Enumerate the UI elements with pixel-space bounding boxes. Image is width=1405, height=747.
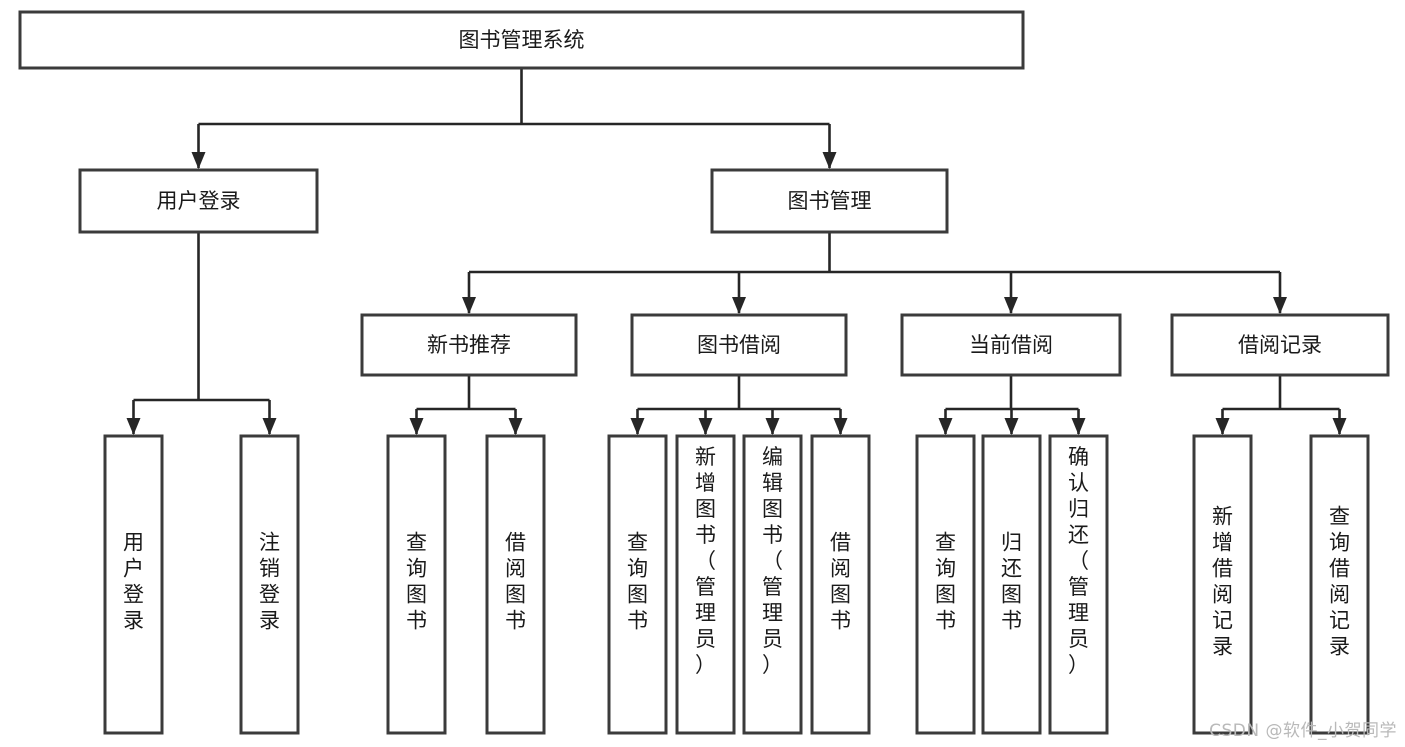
node-leaf-query-book-current[interactable]: 查询图书 <box>915 434 976 735</box>
node-leaf-borrow-book[interactable]: 借阅图书 <box>810 434 871 735</box>
node-leaf-add-borrow-record[interactable]: 新增借阅记录 <box>1192 434 1253 735</box>
node-label: 新书推荐 <box>427 333 511 357</box>
node-box <box>1309 434 1370 735</box>
node-box <box>239 434 300 735</box>
node-leaf-query-borrow-record[interactable]: 查询借阅记录 <box>1309 434 1370 735</box>
arrow-head-icon <box>822 152 837 169</box>
connector-group-book-borrow <box>630 375 848 435</box>
connectors-layer <box>126 68 1347 435</box>
node-label: 查询借阅记录 <box>1329 505 1350 659</box>
arrow-head-icon <box>262 418 277 435</box>
connector-group-new-book-recommend <box>409 375 523 435</box>
node-box <box>1170 313 1390 377</box>
arrow-head-icon <box>1273 297 1287 314</box>
node-label: 借阅记录 <box>1238 333 1322 357</box>
node-label: 归还图书 <box>1001 531 1022 633</box>
node-leaf-query-book-recommend[interactable]: 查询图书 <box>386 434 447 735</box>
node-new-book-recommend[interactable]: 新书推荐 <box>360 313 578 377</box>
node-label: 注销登录 <box>259 531 280 633</box>
node-box <box>360 313 578 377</box>
arrow-head-icon <box>765 418 780 435</box>
node-label: 借阅图书 <box>830 531 851 633</box>
arrow-head-icon <box>191 152 206 169</box>
arrow-head-icon <box>833 418 848 435</box>
node-box <box>103 434 164 735</box>
arrow-head-icon <box>630 418 645 435</box>
csdn-watermark: CSDN @软件_小贺同学 <box>1209 721 1397 741</box>
node-current-borrow[interactable]: 当前借阅 <box>900 313 1122 377</box>
nodes-layer: 图书管理系统用户登录图书管理新书推荐图书借阅当前借阅借阅记录用户登录注销登录查询… <box>18 10 1390 735</box>
arrow-head-icon <box>1332 418 1347 435</box>
node-label: 查询图书 <box>935 531 956 633</box>
arrow-head-icon <box>462 297 476 314</box>
node-box <box>630 313 848 377</box>
node-root[interactable]: 图书管理系统 <box>18 10 1025 70</box>
node-box <box>78 168 319 234</box>
node-user-login[interactable]: 用户登录 <box>78 168 319 234</box>
node-box <box>810 434 871 735</box>
node-label: 确认归还（管理员） <box>1068 445 1089 677</box>
node-label: 新增图书（管理员） <box>695 445 716 677</box>
node-box <box>1048 434 1109 735</box>
node-label: 查询图书 <box>406 531 427 633</box>
connector-group-user-login <box>126 232 277 435</box>
node-leaf-query-book-borrow[interactable]: 查询图书 <box>607 434 668 735</box>
node-box <box>710 168 949 234</box>
node-leaf-logout-login[interactable]: 注销登录 <box>239 434 300 735</box>
node-box <box>607 434 668 735</box>
arrow-head-icon <box>1215 418 1230 435</box>
node-label: 图书管理系统 <box>459 28 585 52</box>
node-label: 编辑图书（管理员） <box>762 445 783 677</box>
connector-group-root <box>191 68 837 169</box>
node-book-manage[interactable]: 图书管理 <box>710 168 949 234</box>
node-leaf-add-book-admin[interactable]: 新增图书（管理员） <box>675 434 736 735</box>
node-label: 图书借阅 <box>697 333 781 357</box>
node-box <box>18 10 1025 70</box>
node-label: 用户登录 <box>157 189 241 213</box>
arrow-head-icon <box>409 418 424 435</box>
node-leaf-user-login[interactable]: 用户登录 <box>103 434 164 735</box>
node-borrow-record[interactable]: 借阅记录 <box>1170 313 1390 377</box>
node-leaf-return-book[interactable]: 归还图书 <box>981 434 1042 735</box>
node-label: 查询图书 <box>627 531 648 633</box>
connector-group-borrow-record <box>1215 375 1347 435</box>
node-label: 图书管理 <box>788 189 872 213</box>
arrow-head-icon <box>508 418 523 435</box>
node-box <box>386 434 447 735</box>
connector-group-current-borrow <box>938 375 1086 435</box>
arrow-head-icon <box>126 418 141 435</box>
node-label: 用户登录 <box>123 531 144 633</box>
arrow-head-icon <box>938 418 953 435</box>
arrow-head-icon <box>732 297 746 314</box>
node-box <box>742 434 803 735</box>
node-book-borrow[interactable]: 图书借阅 <box>630 313 848 377</box>
node-box <box>1192 434 1253 735</box>
node-box <box>900 313 1122 377</box>
arrow-head-icon <box>1071 418 1086 435</box>
node-label: 新增借阅记录 <box>1212 505 1233 659</box>
arrow-head-icon <box>698 418 713 435</box>
node-label: 借阅图书 <box>505 531 526 633</box>
node-box <box>485 434 546 735</box>
node-box <box>915 434 976 735</box>
arrow-head-icon <box>1004 297 1018 314</box>
node-leaf-borrow-book-recommend[interactable]: 借阅图书 <box>485 434 546 735</box>
node-leaf-confirm-return-admin[interactable]: 确认归还（管理员） <box>1048 434 1109 735</box>
node-box <box>675 434 736 735</box>
arrow-head-icon <box>1004 418 1019 435</box>
node-box <box>981 434 1042 735</box>
connector-group-book-manage <box>462 232 1287 314</box>
node-label: 当前借阅 <box>969 333 1053 357</box>
node-leaf-edit-book-admin[interactable]: 编辑图书（管理员） <box>742 434 803 735</box>
